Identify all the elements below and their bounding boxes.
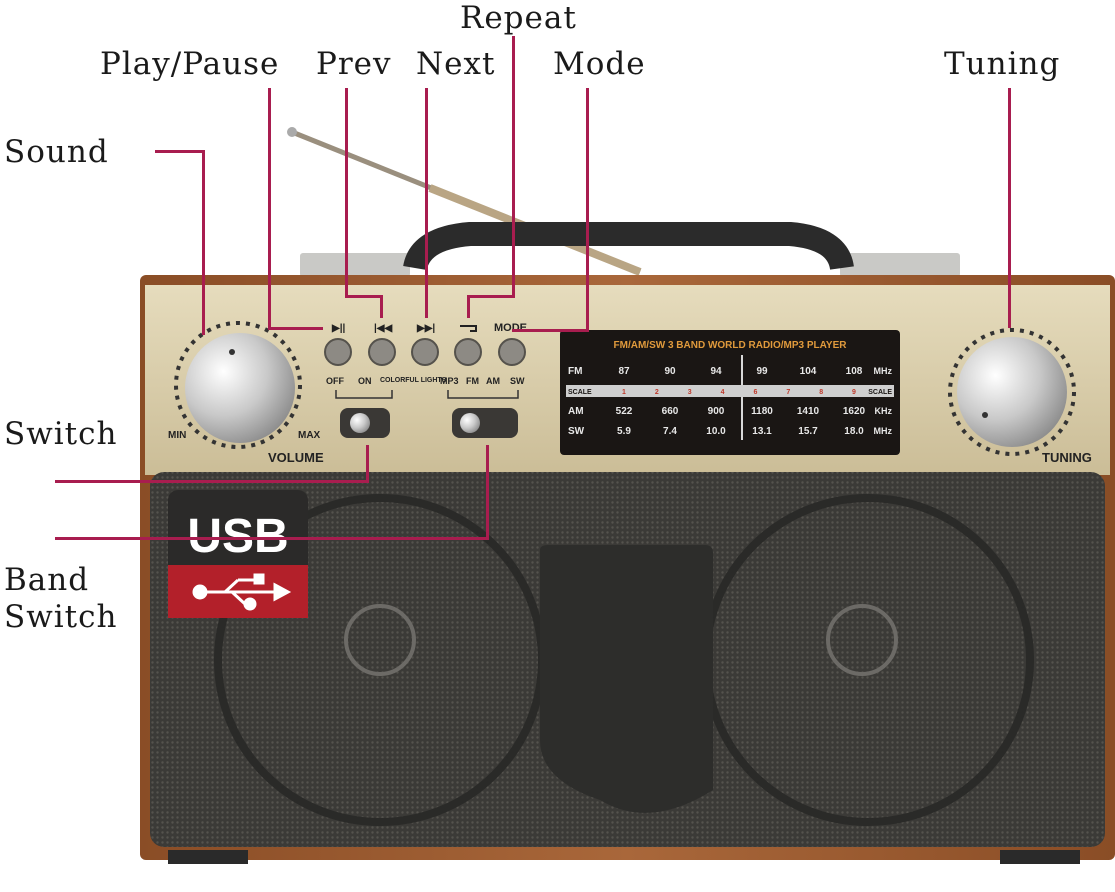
- tuning-knob[interactable]: [948, 328, 1076, 456]
- repeat-icon: [460, 325, 477, 332]
- band-mp3-label: MP3: [440, 376, 459, 386]
- leader-sound-v: [202, 150, 205, 335]
- repeat-button[interactable]: [454, 338, 482, 366]
- leader-next-v: [425, 88, 428, 318]
- mode-button[interactable]: [498, 338, 526, 366]
- callout-switch: Switch: [4, 416, 118, 452]
- dial-value: 13.1: [752, 426, 772, 437]
- leader-mode-v: [586, 88, 589, 332]
- callout-tuning: Tuning: [944, 46, 1061, 82]
- dial-unit-label: SCALE: [868, 389, 892, 396]
- callout-prev: Prev: [316, 46, 392, 82]
- dial-value: 1410: [797, 406, 820, 417]
- band-fm-label: FM: [466, 376, 479, 386]
- volume-knob[interactable]: [174, 321, 302, 449]
- dial-value: 3: [688, 389, 692, 396]
- callout-sound: Sound: [4, 134, 109, 170]
- prev-button[interactable]: [368, 338, 396, 366]
- prev-icon-label: |◀◀: [374, 323, 392, 334]
- dial-band-label: FM: [568, 366, 582, 377]
- center-panel: [540, 545, 713, 813]
- volume-max-label: MAX: [298, 430, 321, 441]
- play-pause-icon-label: ▶||: [331, 323, 345, 334]
- leader-band-h: [55, 537, 489, 540]
- dial-value: 1: [622, 389, 626, 396]
- usb-icon: [192, 573, 292, 611]
- usb-badge: USB: [168, 490, 308, 618]
- dial-value: 104: [800, 366, 817, 377]
- dial-band-label: SW: [568, 426, 585, 437]
- dial-value: 9: [852, 389, 856, 396]
- leader-prev-v2: [380, 295, 383, 318]
- power-switch-bracket: [335, 390, 393, 399]
- colorful-lights-label: COLORFUL LIGHTS: [380, 377, 447, 384]
- dial-value: 4: [721, 389, 725, 396]
- leader-band-v: [486, 445, 489, 540]
- dial-band-label: AM: [568, 406, 584, 417]
- power-off-label: OFF: [326, 376, 344, 386]
- leader-tuning-v: [1008, 88, 1011, 328]
- band-switch[interactable]: [452, 408, 518, 438]
- dial-value: 108: [846, 366, 863, 377]
- dial-value: 1620: [843, 406, 866, 417]
- dial-value: 10.0: [706, 426, 726, 437]
- dial-unit-label: MHz: [874, 366, 893, 376]
- dial-value: 7.4: [663, 426, 677, 437]
- dial-unit-label: KHz: [875, 406, 893, 416]
- leader-repeat-h: [467, 295, 515, 298]
- leader-repeat-v2: [467, 295, 470, 318]
- dial-value: 15.7: [798, 426, 818, 437]
- callout-repeat: Repeat: [460, 0, 577, 36]
- carry-handle: [300, 222, 960, 277]
- tuning-dial-window: FM/AM/SW 3 BAND WORLD RADIO/MP3 PLAYER F…: [560, 330, 900, 455]
- dial-value: 87: [618, 366, 630, 377]
- volume-min-label: MIN: [168, 430, 186, 441]
- dial-value: 900: [708, 406, 725, 417]
- leader-mode-h: [512, 329, 589, 332]
- mode-label: MODE: [494, 322, 527, 334]
- callout-mode: Mode: [553, 46, 646, 82]
- leader-play-v: [268, 88, 271, 330]
- dial-value: 6: [753, 389, 757, 396]
- usb-badge-label: USB: [187, 510, 288, 563]
- dial-scale-strip: [566, 385, 894, 397]
- next-button[interactable]: [411, 338, 439, 366]
- leader-switch-v: [366, 445, 369, 483]
- leader-sound-h: [155, 150, 205, 153]
- dial-band-label: SCALE: [568, 389, 592, 396]
- dial-value: 660: [662, 406, 679, 417]
- play-pause-button[interactable]: [324, 338, 352, 366]
- dial-value: 94: [710, 366, 722, 377]
- volume-label: VOLUME: [268, 450, 324, 465]
- dial-value: 7: [786, 389, 790, 396]
- leader-repeat-v: [512, 36, 515, 298]
- callout-next: Next: [416, 46, 496, 82]
- dial-title: FM/AM/SW 3 BAND WORLD RADIO/MP3 PLAYER: [614, 340, 848, 351]
- dial-value: 90: [664, 366, 676, 377]
- band-switch-bracket: [447, 390, 519, 399]
- band-sw-label: SW: [510, 376, 525, 386]
- dial-value: 99: [756, 366, 768, 377]
- dial-value: 1180: [751, 406, 773, 417]
- dial-value: 8: [819, 389, 823, 396]
- leader-prev-v: [345, 88, 348, 298]
- callout-play-pause: Play/Pause: [100, 46, 280, 82]
- tuning-label: TUNING: [1042, 450, 1092, 465]
- dial-value: 2: [655, 389, 659, 396]
- band-am-label: AM: [486, 376, 500, 386]
- next-icon-label: ▶▶|: [416, 323, 435, 334]
- power-on-label: ON: [358, 376, 372, 386]
- dial-value: 522: [616, 406, 633, 417]
- dial-unit-label: MHz: [874, 426, 893, 436]
- leader-switch-h: [55, 480, 369, 483]
- power-switch[interactable]: [340, 408, 390, 438]
- dial-value: 5.9: [617, 426, 631, 437]
- callout-band-switch: Band Switch: [4, 562, 118, 636]
- leader-play-h: [268, 327, 323, 330]
- leader-prev-h: [345, 295, 382, 298]
- dial-value: 18.0: [844, 426, 864, 437]
